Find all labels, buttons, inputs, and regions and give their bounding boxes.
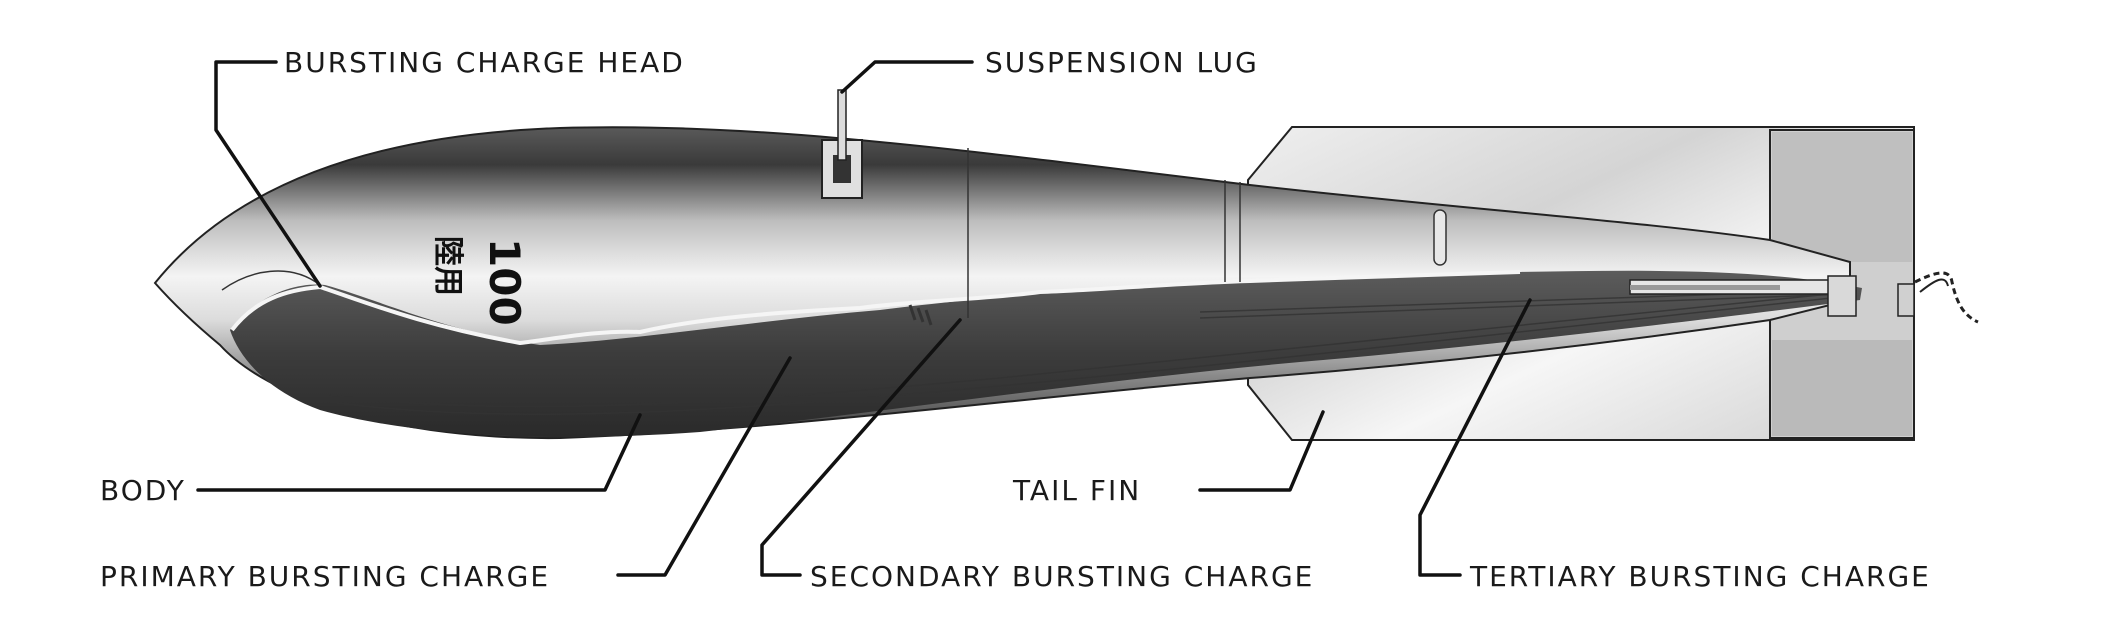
body-vent-slot	[1433, 209, 1447, 266]
leader-tail-fin	[1198, 410, 1325, 492]
suspension-lug	[821, 89, 863, 199]
type-characters-marking: 陸用	[430, 236, 465, 296]
arming-wire	[1914, 271, 1979, 324]
label-primary-bursting-charge: PRIMARY BURSTING CHARGE	[100, 560, 550, 593]
labels: BURSTING CHARGE HEAD SUSPENSION LUG BODY…	[100, 46, 1931, 593]
weight-marking: 100	[480, 238, 529, 326]
suspension-lug-inner	[833, 155, 851, 183]
leader-body	[196, 413, 642, 492]
label-tertiary-bursting-charge: TERTIARY BURSTING CHARGE	[1469, 560, 1931, 593]
leader-primary-bursting-charge	[616, 356, 792, 577]
leader-tertiary-bursting-charge	[1418, 298, 1532, 577]
nose-inner-line	[221, 270, 321, 291]
leader-bursting-charge-head	[214, 60, 322, 288]
tail-fin-rear-plate-shadow	[1772, 132, 1912, 262]
label-tail-fin: TAIL FIN	[1012, 474, 1141, 507]
leader-suspension-lug	[840, 60, 974, 94]
suspension-lug-post	[837, 89, 847, 161]
body-markings: 100 陸用	[430, 236, 529, 326]
label-suspension-lug: SUSPENSION LUG	[985, 46, 1259, 79]
leader-secondary-bursting-charge	[760, 318, 962, 577]
interior-cutaway	[230, 270, 1862, 437]
label-secondary-bursting-charge: SECONDARY BURSTING CHARGE	[810, 560, 1314, 593]
cutaway-edge	[230, 270, 1521, 346]
leader-lines	[196, 60, 1532, 577]
label-body: BODY	[100, 474, 186, 507]
body-seams	[908, 148, 1241, 326]
label-bursting-charge-head: BURSTING CHARGE HEAD	[284, 46, 685, 79]
tail-fin-rear-plate-lower	[1772, 340, 1912, 436]
bomb-body	[153, 126, 1979, 440]
tail-fuse-assembly	[1629, 275, 1915, 317]
arming-wire-2	[1919, 278, 1949, 293]
